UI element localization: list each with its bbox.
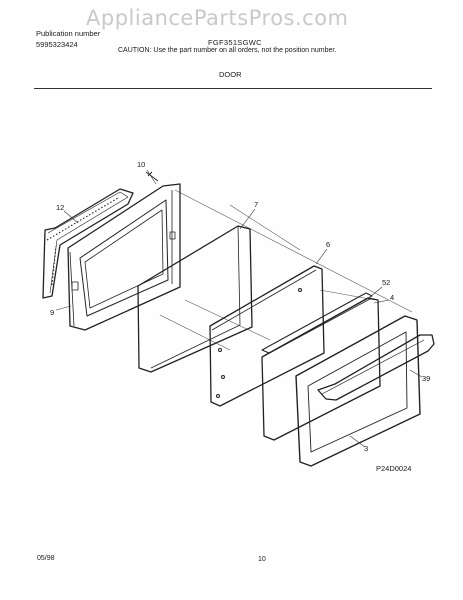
footer-page-number: 10: [258, 556, 266, 563]
publication-number: 5995323424: [36, 40, 78, 49]
model-number: FGF351SGWC: [208, 38, 262, 47]
outer-door-frame: [295, 315, 421, 467]
inner-door-panel: [209, 265, 325, 407]
callout-4: 4: [390, 293, 394, 302]
callout-52: 52: [382, 278, 390, 287]
publication-label: Publication number: [36, 29, 101, 38]
callout-3: 3: [364, 444, 368, 453]
callout-12: 12: [56, 203, 64, 212]
callout-leaders: [55, 169, 423, 448]
door-insulation: [137, 225, 253, 373]
footer-date: 05/98: [37, 555, 55, 562]
callout-9: 9: [50, 308, 54, 317]
watermark-text: AppliancePartsPros.com: [86, 6, 349, 30]
door-screw: [145, 171, 159, 182]
drawing-code: P24D0024: [376, 464, 412, 473]
inner-door-liner: [67, 183, 181, 331]
caution-note: CAUTION: Use the part number on all orde…: [118, 47, 337, 54]
door-handle: [317, 334, 435, 401]
callout-39: 39: [422, 374, 430, 383]
door-gasket: [42, 188, 134, 299]
callout-6: 6: [326, 240, 330, 249]
header-divider: [34, 88, 432, 89]
callout-7: 7: [254, 200, 258, 209]
assembly-guide-lines: [159, 189, 413, 351]
door-window-glass: [261, 292, 381, 441]
callout-10: 10: [137, 160, 145, 169]
section-title: DOOR: [219, 70, 242, 79]
